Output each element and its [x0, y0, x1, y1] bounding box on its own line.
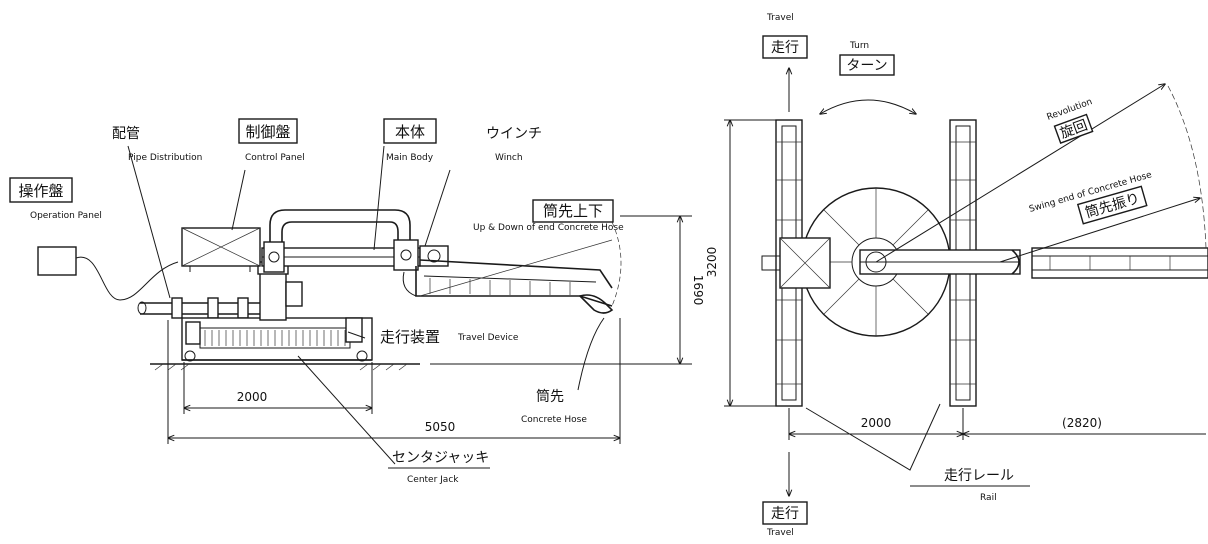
- boom-assembly: [402, 259, 614, 314]
- dim-top-horizontal: [789, 408, 1206, 440]
- dim-2820-text: (2820): [1062, 416, 1102, 430]
- winch-label: ウインチ: [486, 126, 542, 142]
- winch-unit: [419, 245, 449, 267]
- turn-label: ターン: [846, 58, 887, 74]
- up-down-label-en: Up & Down of end Concrete Hose: [473, 223, 624, 233]
- up-down-label: 筒先上下: [543, 202, 603, 220]
- main-body-frame: [383, 118, 437, 144]
- pipe-distribution-label-en: Pipe Distribution: [128, 153, 202, 163]
- center-jack-label-en: Center Jack: [407, 475, 459, 485]
- winch-label-en: Winch: [495, 153, 523, 163]
- travel-top-frame: [762, 35, 808, 59]
- main-body-label: 本体: [395, 123, 425, 141]
- dim-1690-text: 1690: [691, 275, 705, 306]
- side-leader-lines: [127, 145, 605, 465]
- travel-bottom-label: 走行: [771, 506, 799, 522]
- dim-3200-text: 3200: [705, 247, 719, 278]
- travel-top-label: 走行: [771, 40, 799, 56]
- dim-2000-line: [184, 362, 372, 414]
- center-jack-label: センタジャッキ: [392, 450, 489, 466]
- pipe-distribution-label: 配管: [112, 126, 140, 142]
- rail-label-en: Rail: [980, 493, 997, 503]
- revolution-line: [875, 84, 1165, 263]
- swing-label-group: Swing end of Concrete Hose 筒先振り: [1028, 170, 1153, 225]
- operation-panel-frame: [9, 177, 73, 203]
- panel-cable: [75, 256, 179, 301]
- travel-device-label-en: Travel Device: [457, 333, 519, 343]
- dim-3200-line: [724, 120, 776, 406]
- revolution-frame: [1053, 113, 1094, 144]
- side-view: 操作盤 Operation Panel 配管 Pipe Distribution…: [9, 118, 705, 485]
- control-panel-label: 制御盤: [245, 123, 290, 141]
- control-panel-box: [181, 227, 261, 272]
- travel-device-label: 走行装置: [380, 328, 440, 346]
- revolution-arc: [1167, 85, 1207, 249]
- swing-frame: [1076, 185, 1148, 225]
- travel-bottom-label-en: Travel: [766, 528, 794, 538]
- inlet-pipe: [137, 297, 260, 319]
- turn-label-en: Turn: [849, 41, 869, 51]
- turn-frame: [839, 54, 895, 76]
- operation-panel-label-en: Operation Panel: [30, 211, 102, 221]
- rail-label: 走行レール: [944, 468, 1014, 484]
- hose-swing-arc: [611, 221, 622, 307]
- revolution-label-group: Revolution 旋回: [1046, 97, 1094, 144]
- top-view: Travel 走行 Turn ターン Revolution 旋回 Swing e…: [705, 13, 1208, 538]
- swing-line: [999, 198, 1200, 263]
- top-arm: [859, 249, 1021, 275]
- main-body-arm: [261, 239, 421, 273]
- up-down-frame: [532, 199, 614, 223]
- ground-line: [150, 363, 420, 371]
- travel-bottom-frame: [762, 501, 808, 525]
- top-control-box: [761, 237, 831, 289]
- operation-panel-box: [37, 246, 77, 276]
- top-boom: [1031, 247, 1208, 279]
- dim-5050-text: 5050: [425, 420, 456, 434]
- dim-2000-text: 2000: [237, 390, 268, 404]
- dim-2000-top-text: 2000: [861, 416, 892, 430]
- operation-panel-label: 操作盤: [18, 182, 63, 200]
- travel-top-label-en: Travel: [766, 13, 794, 23]
- dim-5050-line: [168, 318, 620, 444]
- rail-leader-lines: [805, 403, 941, 471]
- hose-angle-line: [419, 239, 613, 297]
- main-body-label-en: Main Body: [386, 153, 434, 163]
- concrete-hose-label: 筒先: [536, 388, 564, 405]
- control-panel-label-en: Control Panel: [245, 153, 305, 163]
- travel-device-frame: [181, 317, 373, 362]
- control-panel-frame: [238, 118, 298, 144]
- turn-arrow: [820, 99, 916, 114]
- dim-1690-line: [430, 216, 692, 364]
- overhead-pipe: [269, 209, 411, 250]
- concrete-hose-label-en: Concrete Hose: [521, 415, 587, 425]
